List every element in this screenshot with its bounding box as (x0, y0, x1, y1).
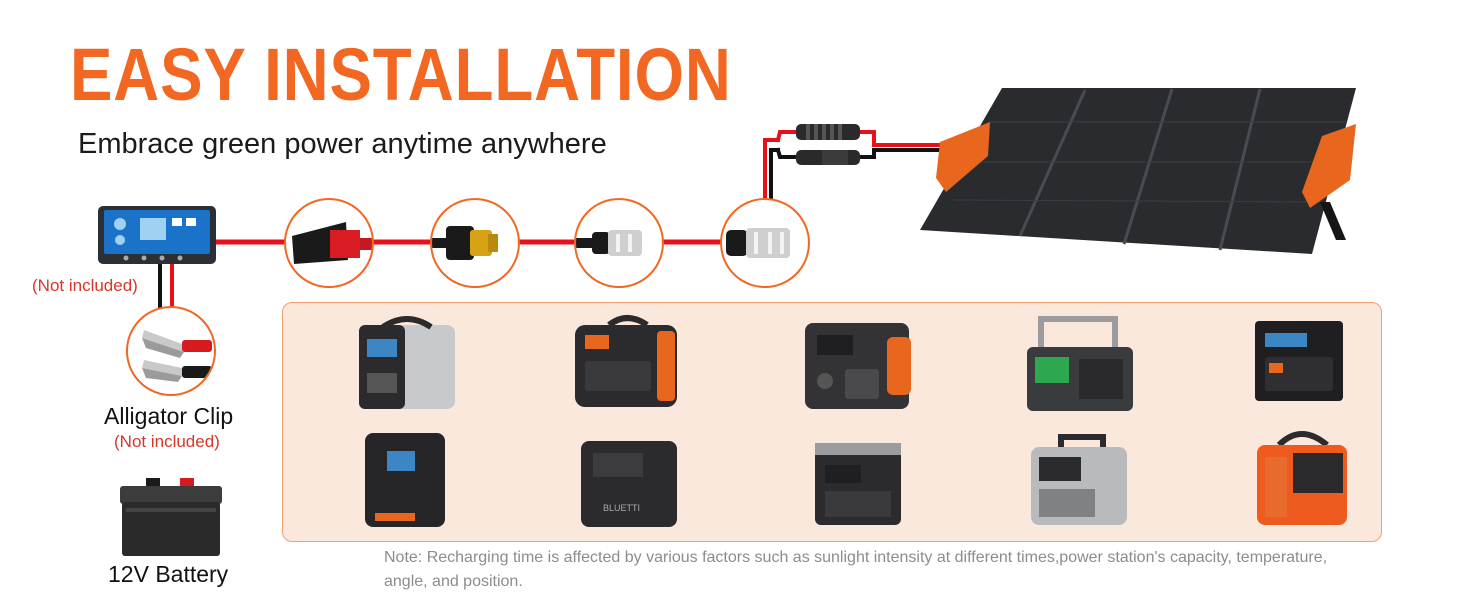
power-station-4 (1027, 316, 1133, 411)
panel-handle-right (1302, 124, 1356, 208)
charge-controller-image (98, 206, 216, 264)
solar-panel-image (920, 88, 1356, 254)
mc4-branch-top (775, 130, 802, 143)
dc-plug-large-circle (720, 198, 810, 288)
power-station-2 (575, 315, 677, 407)
mc4-connector-top (796, 124, 860, 140)
anderson-connector-circle (284, 198, 374, 288)
bluetti-logo-text: BLUETTI (603, 503, 640, 513)
power-station-1 (359, 316, 455, 409)
compatible-devices-panel: BLUETTI (282, 302, 1382, 542)
power-station-grid: BLUETTI (359, 315, 1347, 527)
panel-handle-left (936, 122, 990, 192)
power-station-3 (805, 323, 911, 409)
cable-riser-red (763, 138, 780, 202)
mc4-connector-bottom (796, 150, 860, 165)
power-station-6 (365, 433, 445, 527)
page-title: EASY INSTALLATION (70, 33, 732, 116)
mc4-to-panel-red (856, 130, 962, 147)
controller-not-included-note: (Not included) (32, 276, 138, 295)
anderson-connector-icon (292, 222, 372, 264)
dc-plug-large-icon (726, 228, 790, 258)
cable-riser-black (769, 148, 780, 202)
alligator-clip-circle (126, 306, 216, 396)
power-station-8 (815, 443, 901, 525)
xt60-connector-circle (430, 198, 520, 288)
recharge-note: Note: Recharging time is affected by var… (384, 549, 1328, 590)
dc-plug-icon (576, 230, 642, 256)
power-station-5 (1255, 321, 1343, 401)
power-station-9 (1031, 434, 1127, 525)
power-station-7: BLUETTI (581, 441, 677, 527)
power-station-10 (1257, 431, 1347, 525)
clip-not-included-note: (Not included) (114, 432, 220, 451)
battery-image (120, 478, 222, 556)
mc4-branch-bottom (775, 147, 802, 159)
panel-kickstand (1320, 202, 1346, 240)
battery-label: 12V Battery (108, 561, 229, 587)
alligator-clip-icon (142, 330, 212, 382)
dc-plug-circle (574, 198, 664, 288)
alligator-clip-label: Alligator Clip (104, 403, 234, 429)
xt60-connector-icon (432, 226, 498, 260)
page-subtitle: Embrace green power anytime anywhere (78, 128, 607, 160)
mc4-to-panel-black (856, 148, 962, 159)
